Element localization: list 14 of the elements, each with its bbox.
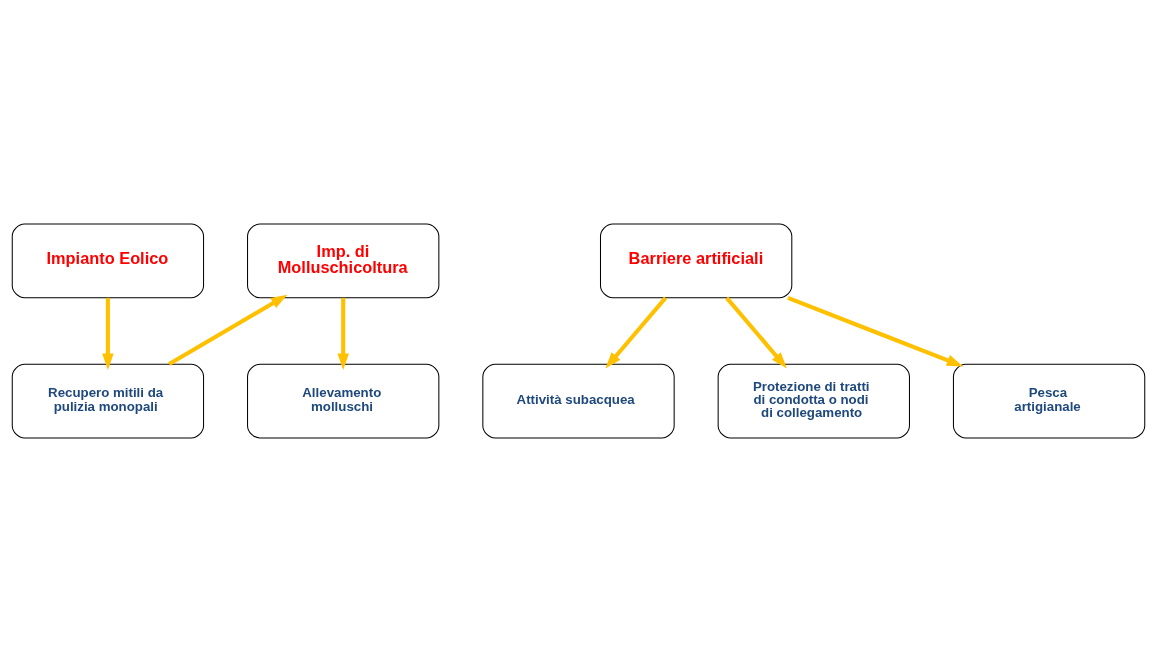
- arrow: [725, 296, 787, 369]
- arrow: [337, 297, 349, 371]
- arrow: [168, 294, 288, 366]
- node-box: Barriere artificiali: [600, 223, 793, 299]
- node-box: Impianto Eolico: [11, 223, 205, 299]
- arrow: [787, 295, 964, 367]
- node-box: Pesca artigianale: [952, 363, 1146, 439]
- node-box: Allevamento molluschi: [247, 363, 440, 439]
- arrow: [605, 296, 668, 369]
- node-box: Recupero mitili da pulizia monopali: [11, 363, 205, 439]
- node-box: Imp. di Molluschicoltura: [247, 223, 440, 299]
- node-box: Protezione di tratti di condotta o nodi di collegamento: [717, 363, 910, 439]
- node-box: Attività subacquea: [482, 363, 675, 439]
- arrow: [102, 297, 114, 370]
